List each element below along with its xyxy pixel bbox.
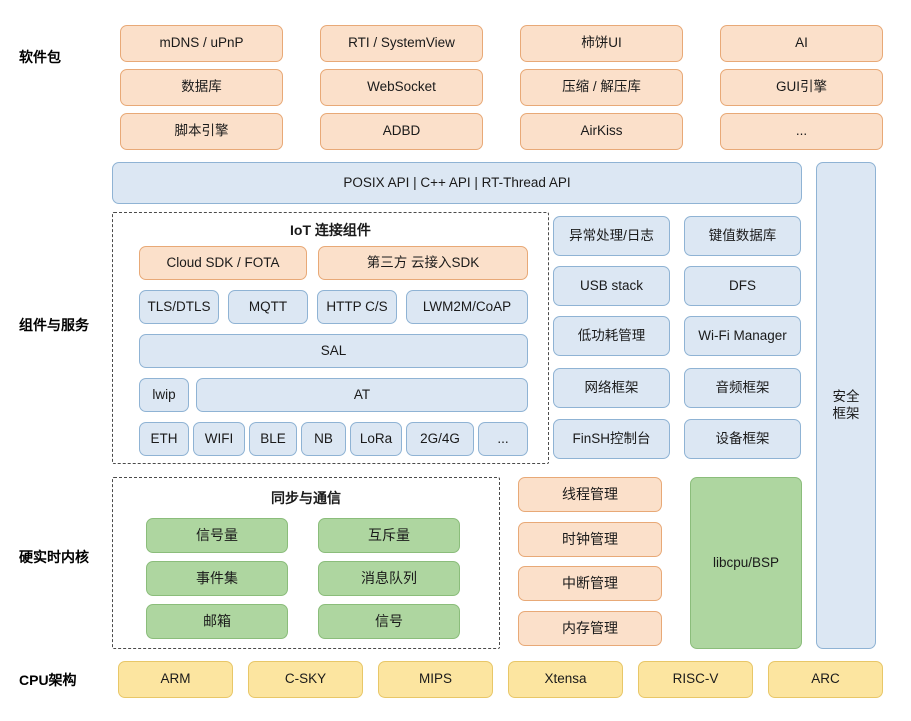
component-network-framework[interactable]: 网络框架 bbox=[553, 368, 670, 408]
iot-mqtt[interactable]: MQTT bbox=[228, 290, 308, 324]
iot-link-eth[interactable]: ETH bbox=[139, 422, 189, 456]
iot-sal[interactable]: SAL bbox=[139, 334, 528, 368]
iot-link-lora[interactable]: LoRa bbox=[350, 422, 402, 456]
software-package-airkiss[interactable]: AirKiss bbox=[520, 113, 683, 150]
component-finsh-console[interactable]: FinSH控制台 bbox=[553, 419, 670, 459]
kernel-clock-management[interactable]: 时钟管理 bbox=[518, 522, 662, 557]
component-dfs[interactable]: DFS bbox=[684, 266, 801, 306]
cpu-arch-arc[interactable]: ARC bbox=[768, 661, 883, 698]
iot-at[interactable]: AT bbox=[196, 378, 528, 412]
iot-third-party-cloud-sdk[interactable]: 第三方 云接入SDK bbox=[318, 246, 528, 280]
kernel-signal[interactable]: 信号 bbox=[318, 604, 460, 639]
software-package-database[interactable]: 数据库 bbox=[120, 69, 283, 106]
software-package-adbd[interactable]: ADBD bbox=[320, 113, 483, 150]
iot-link-more[interactable]: ... bbox=[478, 422, 528, 456]
cpu-arch-xtensa[interactable]: Xtensa bbox=[508, 661, 623, 698]
software-package-script-engine[interactable]: 脚本引擎 bbox=[120, 113, 283, 150]
software-package-compression[interactable]: 压缩 / 解压库 bbox=[520, 69, 683, 106]
kernel-event-set[interactable]: 事件集 bbox=[146, 561, 288, 596]
software-package-more[interactable]: ... bbox=[720, 113, 883, 150]
iot-group-border bbox=[112, 212, 549, 464]
kernel-message-queue[interactable]: 消息队列 bbox=[318, 561, 460, 596]
cpu-arch-arm[interactable]: ARM bbox=[118, 661, 233, 698]
iot-link-2g4g[interactable]: 2G/4G bbox=[406, 422, 474, 456]
software-package-gui-engine[interactable]: GUI引擎 bbox=[720, 69, 883, 106]
software-package-ai[interactable]: AI bbox=[720, 25, 883, 62]
kernel-thread-management[interactable]: 线程管理 bbox=[518, 477, 662, 512]
component-low-power-management[interactable]: 低功耗管理 bbox=[553, 316, 670, 356]
kernel-interrupt-management[interactable]: 中断管理 bbox=[518, 566, 662, 601]
row-label-cpu-architecture: CPU架构 bbox=[19, 672, 77, 688]
iot-group-title: IoT 连接组件 bbox=[290, 222, 371, 238]
kernel-group-border bbox=[112, 477, 500, 649]
cpu-arch-csky[interactable]: C-SKY bbox=[248, 661, 363, 698]
security-framework: 安全 框架 bbox=[816, 162, 876, 649]
component-kv-database[interactable]: 键值数据库 bbox=[684, 216, 801, 256]
kernel-mutex[interactable]: 互斥量 bbox=[318, 518, 460, 553]
software-package-mdns-upnp[interactable]: mDNS / uPnP bbox=[120, 25, 283, 62]
iot-cloud-sdk-fota[interactable]: Cloud SDK / FOTA bbox=[139, 246, 307, 280]
component-exception-log[interactable]: 异常处理/日志 bbox=[553, 216, 670, 256]
iot-http-cs[interactable]: HTTP C/S bbox=[317, 290, 397, 324]
api-bar: POSIX API | C++ API | RT-Thread API bbox=[112, 162, 802, 204]
cpu-arch-mips[interactable]: MIPS bbox=[378, 661, 493, 698]
iot-link-wifi[interactable]: WIFI bbox=[193, 422, 245, 456]
iot-link-ble[interactable]: BLE bbox=[249, 422, 297, 456]
component-usb-stack[interactable]: USB stack bbox=[553, 266, 670, 306]
iot-tls-dtls[interactable]: TLS/DTLS bbox=[139, 290, 219, 324]
component-audio-framework[interactable]: 音频框架 bbox=[684, 368, 801, 408]
software-package-rti-systemview[interactable]: RTI / SystemView bbox=[320, 25, 483, 62]
row-label-hard-realtime-kernel: 硬实时内核 bbox=[19, 549, 89, 565]
kernel-semaphore[interactable]: 信号量 bbox=[146, 518, 288, 553]
iot-link-nb[interactable]: NB bbox=[301, 422, 346, 456]
row-label-components-services: 组件与服务 bbox=[19, 317, 89, 333]
kernel-memory-management[interactable]: 内存管理 bbox=[518, 611, 662, 646]
component-wifi-manager[interactable]: Wi-Fi Manager bbox=[684, 316, 801, 356]
cpu-arch-riscv[interactable]: RISC-V bbox=[638, 661, 753, 698]
row-label-software-packages: 软件包 bbox=[19, 49, 61, 65]
software-package-shibing-ui[interactable]: 柿饼UI bbox=[520, 25, 683, 62]
security-framework-line2: 框架 bbox=[832, 405, 860, 421]
iot-lwm2m-coap[interactable]: LWM2M/CoAP bbox=[406, 290, 528, 324]
iot-lwip[interactable]: lwip bbox=[139, 378, 189, 412]
security-framework-line1: 安全 bbox=[832, 388, 860, 404]
libcpu-bsp[interactable]: libcpu/BSP bbox=[690, 477, 802, 649]
software-package-websocket[interactable]: WebSocket bbox=[320, 69, 483, 106]
kernel-group-title: 同步与通信 bbox=[271, 490, 341, 506]
kernel-mailbox[interactable]: 邮箱 bbox=[146, 604, 288, 639]
component-device-framework[interactable]: 设备框架 bbox=[684, 419, 801, 459]
